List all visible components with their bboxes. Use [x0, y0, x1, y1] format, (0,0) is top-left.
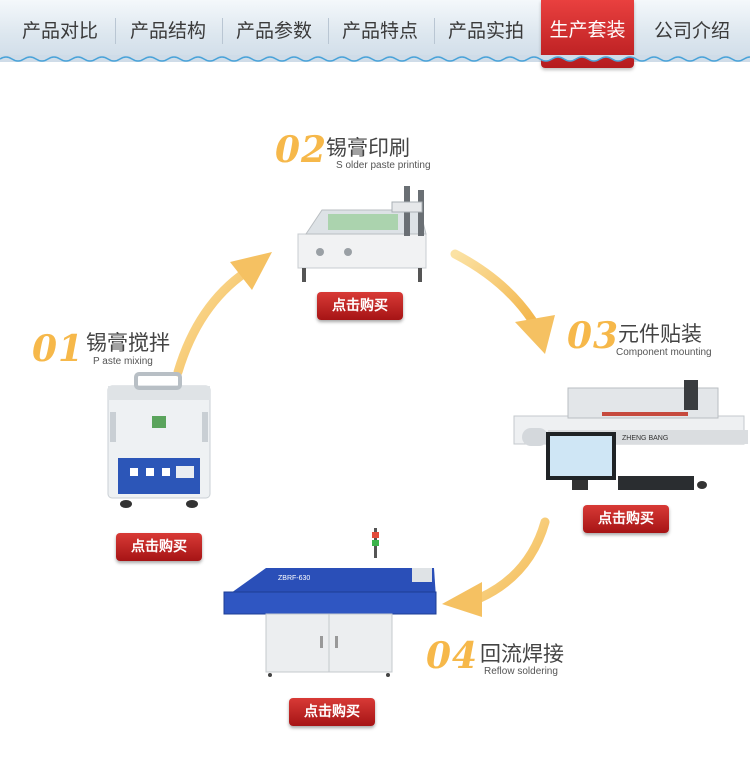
top-nav-bar: 产品对比 产品结构 产品参数 产品特点 产品实拍 生产套装 公司介绍 [0, 0, 750, 68]
reflow-oven-image: ZBRF-630 [223, 528, 437, 677]
nav-divider [434, 18, 435, 44]
nav-item-product-features[interactable]: 产品特点 [341, 20, 418, 42]
step-title: 元件贴装 [618, 322, 702, 346]
pnp-brand-label: ZHENG BANG [622, 435, 668, 442]
pick-and-place-machine-image: ZHENG BANG [513, 380, 748, 490]
nav-item-product-structure[interactable]: 产品结构 [129, 20, 206, 42]
buy-button-step4[interactable]: 点击购买 [289, 698, 375, 726]
solder-paste-mixer-image [107, 372, 211, 508]
step-number: 01 [32, 328, 85, 370]
arrow-step2-to-step3 [450, 249, 555, 354]
nav-item-product-params[interactable]: 产品参数 [235, 20, 312, 42]
nav-item-product-compare[interactable]: 产品对比 [21, 20, 98, 42]
step-subtitle: Reflow soldering [484, 666, 558, 677]
stencil-printer-image [297, 186, 427, 282]
nav-item-product-photos[interactable]: 产品实拍 [447, 20, 524, 42]
step-subtitle: P aste mixing [93, 356, 153, 367]
step-subtitle: S older paste printing [336, 160, 431, 171]
arrow-step1-to-step2 [173, 252, 272, 377]
nav-wave-border [0, 55, 750, 62]
step-subtitle: Component mounting [616, 347, 712, 358]
step-title: 锡膏搅拌 [86, 331, 170, 355]
buy-button-step2[interactable]: 点击购买 [317, 292, 403, 320]
nav-item-company-intro[interactable]: 公司介绍 [653, 20, 730, 42]
nav-divider [115, 18, 116, 44]
step-number: 04 [426, 635, 479, 677]
step-number: 02 [275, 129, 328, 171]
step-title: 回流焊接 [480, 642, 564, 666]
buy-button-step1[interactable]: 点击购买 [116, 533, 202, 561]
step-title: 锡膏印刷 [326, 136, 410, 160]
nav-divider [328, 18, 329, 44]
arrow-step3-to-step4 [442, 517, 550, 617]
buy-button-step3[interactable]: 点击购买 [583, 505, 669, 533]
oven-model-label: ZBRF-630 [278, 575, 310, 582]
nav-divider [222, 18, 223, 44]
step-number: 03 [567, 315, 620, 357]
